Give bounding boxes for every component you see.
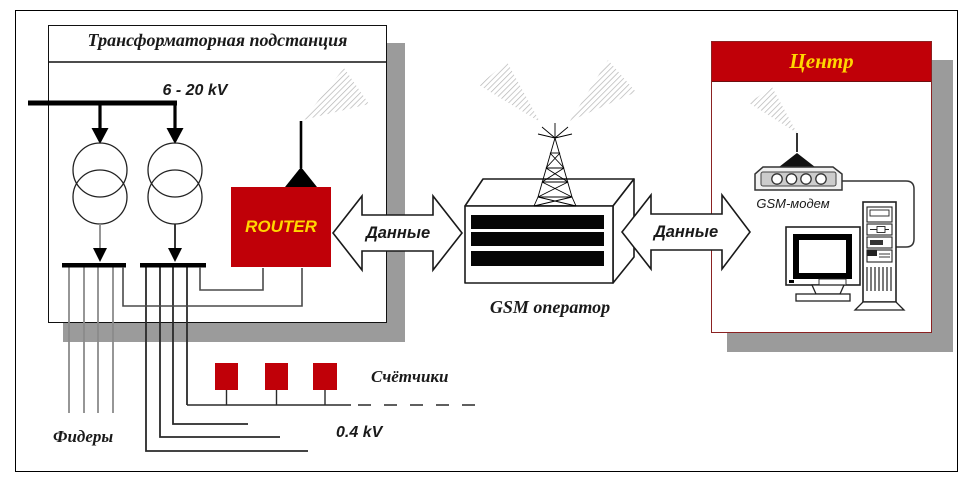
hv-bus-line: [28, 100, 184, 144]
radio-beam-icon: [479, 62, 540, 122]
gsm-modem-icon: [749, 87, 843, 191]
gsm-operator-label: GSM оператор: [489, 297, 611, 317]
meter-box: [215, 363, 238, 390]
page-frame: [15, 10, 958, 472]
meter-box: [265, 363, 288, 390]
busbar-left: [62, 263, 126, 268]
substation-box: [48, 25, 387, 323]
busbar-right: [140, 263, 206, 268]
gsm-operator-box-icon: [464, 178, 635, 284]
feeders-label: Фидеры: [53, 427, 114, 446]
data-arrow-left-label: Данные: [365, 224, 431, 242]
meter-bus-line: [187, 390, 482, 406]
center-title: Центр: [789, 49, 854, 73]
router-label: ROUTER: [245, 217, 317, 236]
router-bus-links: [122, 267, 303, 307]
transformer-icon: [147, 142, 203, 225]
radio-beam-icon: [570, 60, 636, 121]
radio-beam-icon: [303, 68, 369, 120]
computer-icon: [785, 201, 906, 311]
gsm-tower-icon: [533, 123, 577, 207]
center-header: Центр: [712, 42, 931, 82]
feeder-lines-right: [145, 267, 308, 452]
meter-box: [313, 363, 337, 390]
router-box: [231, 187, 331, 267]
hv-voltage-label: 6 - 20 kV: [162, 82, 228, 99]
lv-voltage-label: 0.4 kV: [336, 424, 383, 441]
meters-label: Счётчики: [371, 367, 449, 386]
data-arrow-right-label: Данные: [653, 223, 719, 241]
radio-beam-icon: [749, 87, 797, 133]
transformer-output-arrows: [93, 224, 182, 262]
modem-cable: [842, 180, 915, 248]
data-arrow-right: [620, 192, 752, 272]
feeder-lines-left: [68, 267, 114, 413]
substation-title: Трансформаторная подстанция: [87, 30, 348, 50]
router-antenna-icon: [285, 68, 369, 187]
gsm-modem-label: GSM-модем: [756, 196, 830, 211]
data-arrow-left: [331, 193, 464, 273]
transformer-icon: [72, 142, 128, 225]
